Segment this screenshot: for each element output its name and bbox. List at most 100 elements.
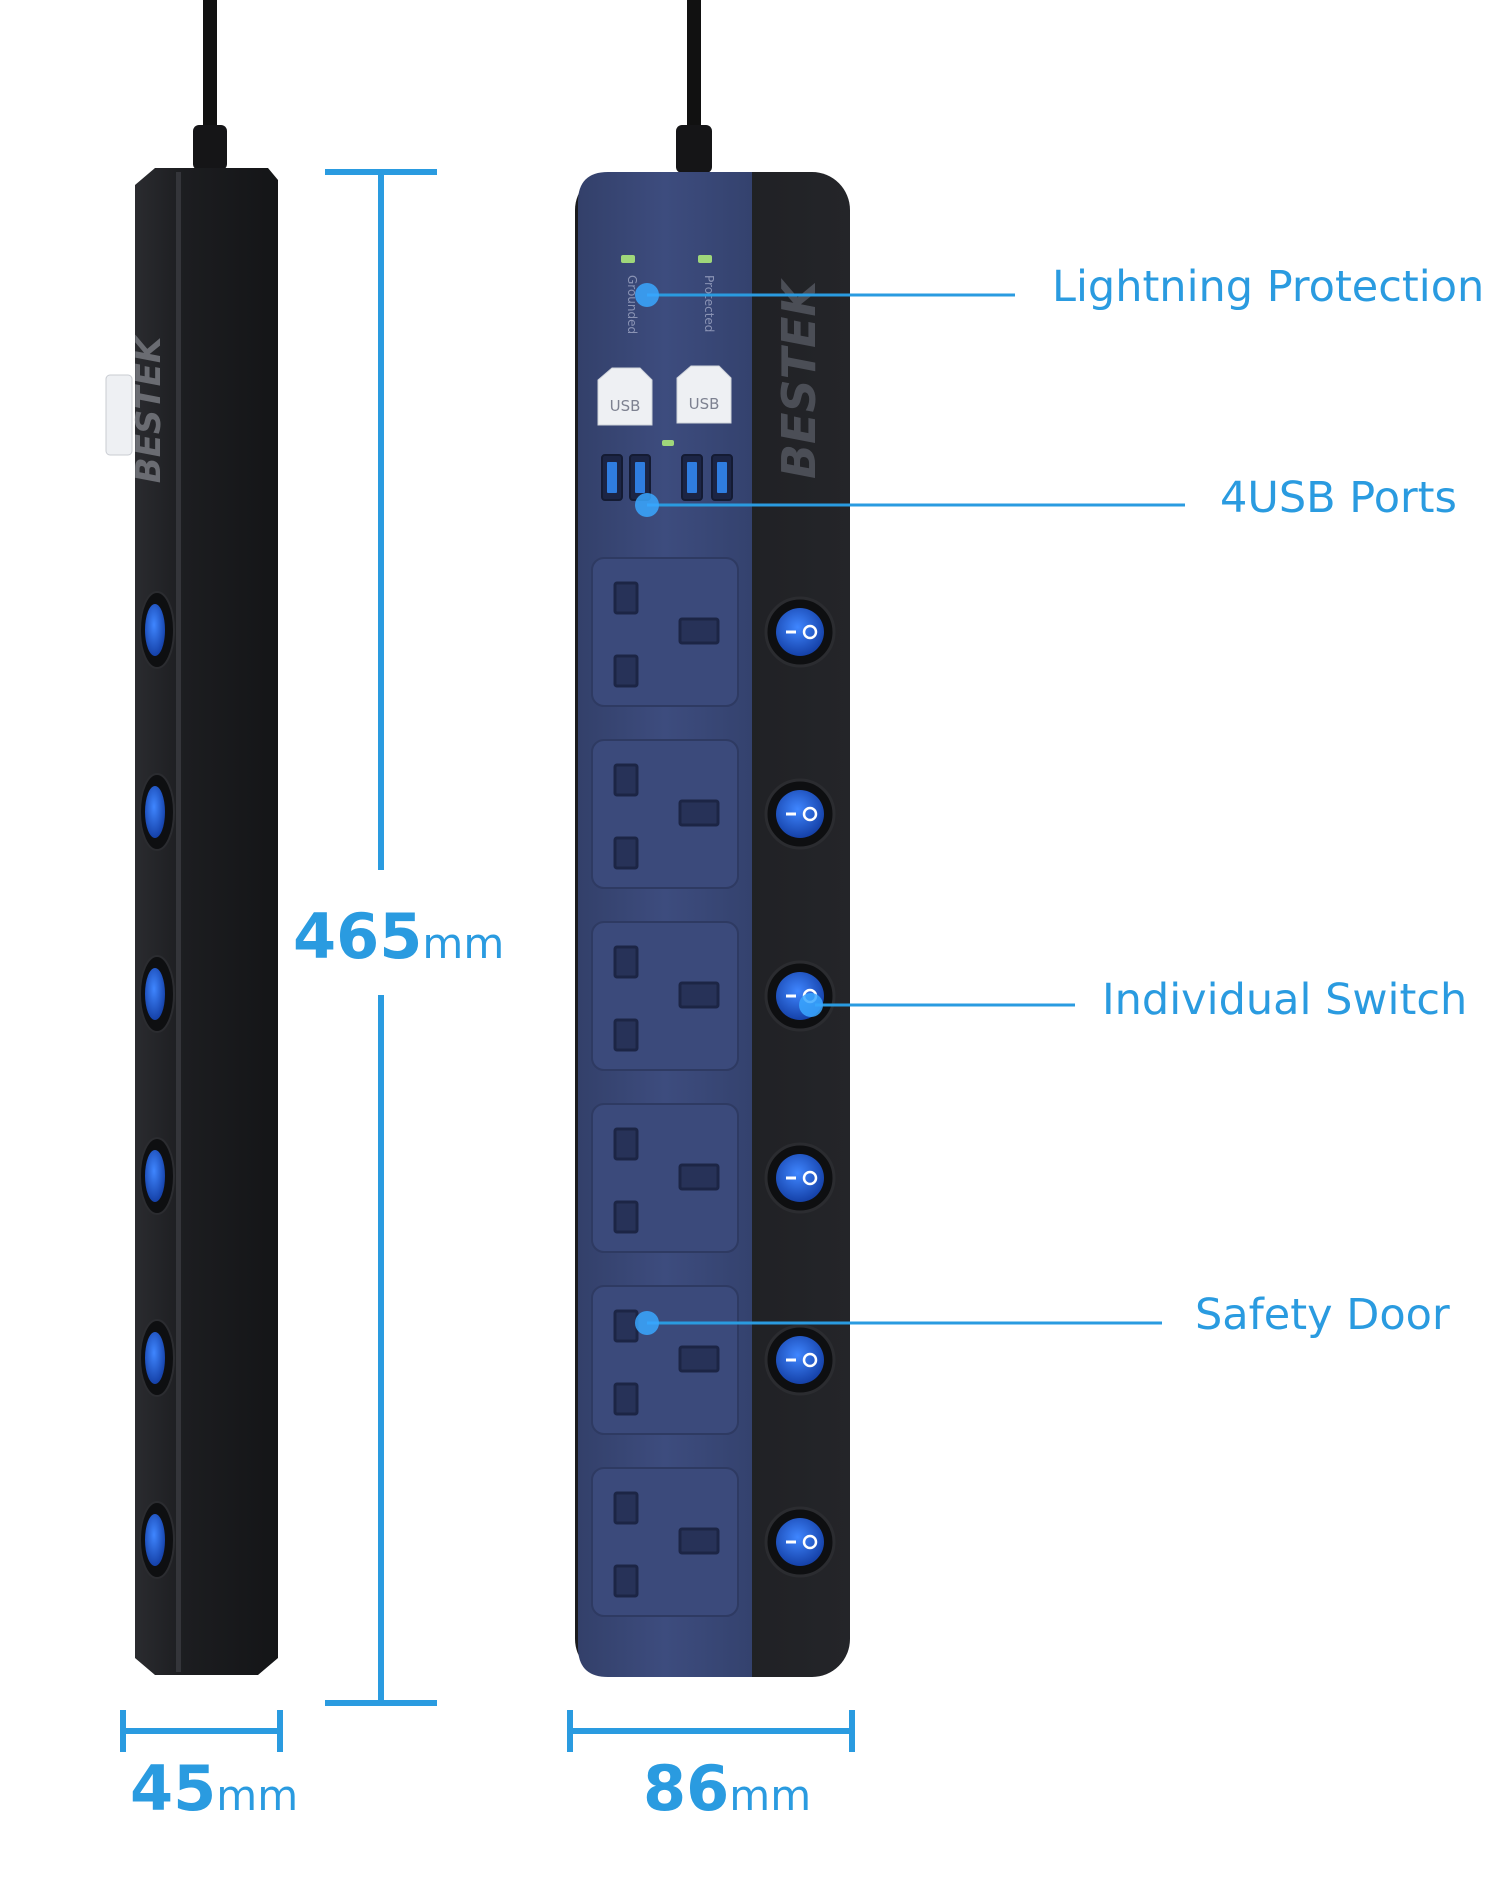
callout-leaders <box>647 293 1185 1325</box>
side-switch-rocker <box>145 1150 165 1202</box>
socket-pin-bottom <box>613 1200 639 1234</box>
socket-pin-bottom <box>613 654 639 688</box>
socket-pin-top <box>613 581 639 615</box>
width-value: 86 <box>643 1752 730 1825</box>
side-edge-highlight <box>176 172 181 1672</box>
switch-rocker <box>776 1154 824 1202</box>
depth-value: 45 <box>130 1752 217 1825</box>
usb-port-tongue <box>687 462 697 493</box>
callout-dots <box>635 283 823 1335</box>
usb-cover-right: USB <box>676 365 732 424</box>
side-rocker-switch <box>139 1137 175 1215</box>
switch-off-mark <box>802 1534 818 1550</box>
callout-individual-switch: Individual Switch <box>1102 975 1468 1025</box>
side-switch-rocker <box>145 604 165 656</box>
switch-rocker <box>776 1336 824 1384</box>
socket <box>591 921 739 1071</box>
length-label: 465mm <box>293 900 504 973</box>
side-brand-text: BESTEK <box>129 334 169 483</box>
front-cable-strain-relief <box>676 125 712 173</box>
socket <box>591 1467 739 1617</box>
switch-dot <box>799 993 823 1017</box>
width-dimension <box>567 1710 855 1752</box>
switch-rocker <box>776 1518 824 1566</box>
socket-pin-top <box>613 945 639 979</box>
side-rocker-switch <box>139 1319 175 1397</box>
width-unit: mm <box>729 1771 812 1820</box>
rocker-switch <box>764 596 836 668</box>
rocker-switch <box>764 778 836 850</box>
usb-port <box>629 454 651 501</box>
dimension-lines <box>120 169 855 1752</box>
side-switch-rocker <box>145 1514 165 1566</box>
front-switches <box>764 596 836 1578</box>
front-brand-logo: BESTEK <box>772 278 826 479</box>
socket-pin-earth <box>678 1163 720 1191</box>
usb-port-tongue <box>607 462 617 493</box>
socket-pin-top <box>613 1127 639 1161</box>
grounded-label: Grounded <box>625 275 639 334</box>
usb-port <box>681 454 703 501</box>
side-body <box>135 168 278 1675</box>
width-label: 86mm <box>643 1752 811 1825</box>
usb-port <box>711 454 733 501</box>
protected-label: Protected <box>702 275 716 332</box>
side-cable-strain-relief <box>193 125 227 170</box>
socket <box>591 557 739 707</box>
socket-pin-earth <box>678 1527 720 1555</box>
switch-rocker <box>776 608 824 656</box>
switch-off-mark <box>802 1352 818 1368</box>
depth-dimension <box>120 1710 283 1752</box>
rocker-switch <box>764 1324 836 1396</box>
front-brand-text: BESTEK <box>772 278 826 479</box>
usb-port-tongue <box>717 462 727 493</box>
callout-usb-ports: 4USB Ports <box>1220 473 1457 523</box>
usb-port <box>601 454 623 501</box>
indicator-protected: Protected <box>698 255 716 332</box>
side-view: BESTEK <box>105 0 278 1675</box>
usb-cover-left-label: USB <box>610 397 641 415</box>
side-rocker-switch <box>139 591 175 669</box>
rocker-switch <box>764 1142 836 1214</box>
socket-pin-top <box>613 763 639 797</box>
depth-label: 45mm <box>130 1752 298 1825</box>
switch-off-mark <box>802 1170 818 1186</box>
socket-pin-earth <box>678 1345 720 1373</box>
side-switch-rocker <box>145 968 165 1020</box>
socket-pin-earth <box>678 981 720 1009</box>
usb-ports <box>601 454 733 501</box>
socket-pin-top <box>613 1491 639 1525</box>
socket-pin-bottom <box>613 836 639 870</box>
usb-cover-left: USB <box>597 367 653 426</box>
usb-port-tongue <box>635 462 645 493</box>
socket <box>591 1103 739 1253</box>
front-view: BESTEK Grounded Protected USB <box>575 0 850 1677</box>
socket <box>591 739 739 889</box>
switch-off-mark <box>802 806 818 822</box>
rocker-switch <box>764 1506 836 1578</box>
side-rocker-switch <box>139 773 175 851</box>
safety-door-dot <box>635 1311 659 1335</box>
depth-unit: mm <box>216 1771 299 1820</box>
side-plug-tab <box>105 374 133 456</box>
usb-indicator-light <box>662 440 674 446</box>
socket-pin-top <box>613 1309 639 1343</box>
length-value: 465 <box>293 900 423 973</box>
length-dimension <box>325 169 437 1706</box>
callout-safety-door: Safety Door <box>1195 1290 1450 1340</box>
socket-pin-earth <box>678 617 720 645</box>
socket-pin-bottom <box>613 1018 639 1052</box>
side-switch-rocker <box>145 786 165 838</box>
usb-dot <box>635 493 659 517</box>
socket-pin-bottom <box>613 1564 639 1598</box>
rocker-switch <box>764 960 836 1032</box>
switch-rocker <box>776 790 824 838</box>
side-rocker-switch <box>139 1501 175 1579</box>
socket-pin-bottom <box>613 1382 639 1416</box>
lightning-dot <box>635 283 659 307</box>
length-unit: mm <box>422 919 505 968</box>
socket <box>591 1285 739 1435</box>
side-brand-logo: BESTEK <box>129 334 169 483</box>
